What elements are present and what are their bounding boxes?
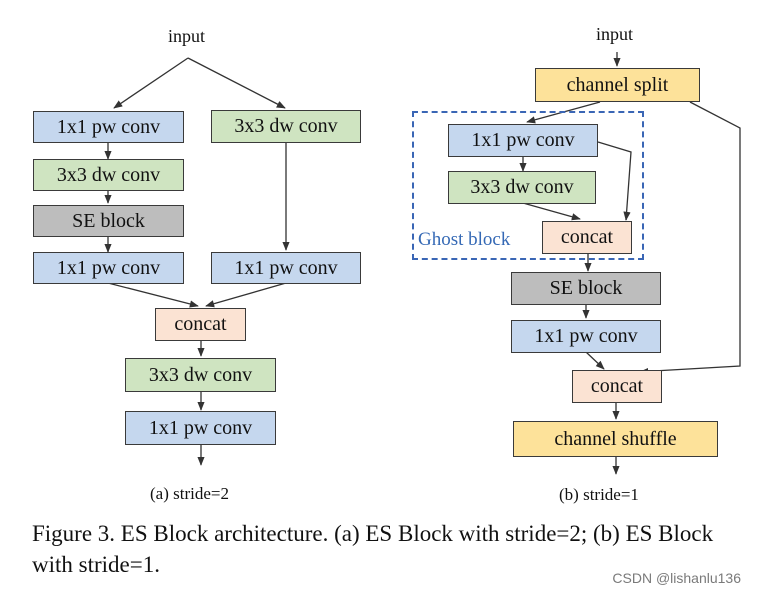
diagram-a-sublabel: (a) stride=2	[150, 484, 229, 503]
diagram-a-bottom-dw-conv-block: 3x3 dw conv	[125, 358, 276, 392]
diagram-b-concat-block: concat	[572, 370, 662, 403]
diagram-a-pw-conv-block: 1x1 pw conv	[33, 111, 184, 143]
diagram-b-ghost-pw-conv-block: 1x1 pw conv	[448, 124, 598, 157]
figure-caption: Figure 3. ES Block architecture. (a) ES …	[32, 521, 714, 577]
diagram-a-connectors	[104, 57, 290, 466]
diagram-b-ghost-concat-block: concat	[542, 221, 632, 254]
diagram-a-se-block: SE block	[33, 205, 184, 237]
diagram-a-pw-conv-block-2: 1x1 pw conv	[33, 252, 184, 284]
diagram-b-ghost-dw-conv-block: 3x3 dw conv	[448, 171, 596, 204]
diagram-b-sublabel: (b) stride=1	[559, 485, 639, 504]
diagram-a-concat-block: concat	[155, 308, 246, 341]
watermark: CSDN @lishanlu136	[612, 570, 741, 586]
diagram-a-input-label: input	[168, 26, 206, 46]
ghost-block-frame	[412, 111, 644, 260]
diagram-a-dw-conv-block: 3x3 dw conv	[33, 159, 184, 191]
diagram-b-channel-split-block: channel split	[535, 68, 700, 102]
diagram-b-pw-conv-block: 1x1 pw conv	[511, 320, 661, 353]
diagram-a-right-pw-conv-block: 1x1 pw conv	[211, 252, 361, 284]
diagram-b-channel-shuffle-block: channel shuffle	[513, 421, 718, 457]
ghost-block-label: Ghost block	[418, 229, 511, 250]
diagram-a-right-dw-conv-block: 3x3 dw conv	[211, 110, 361, 143]
diagram-a-bottom-pw-conv-block: 1x1 pw conv	[125, 411, 276, 445]
diagram-b-se-block: SE block	[511, 272, 661, 305]
diagram-b-input-label: input	[596, 24, 634, 44]
